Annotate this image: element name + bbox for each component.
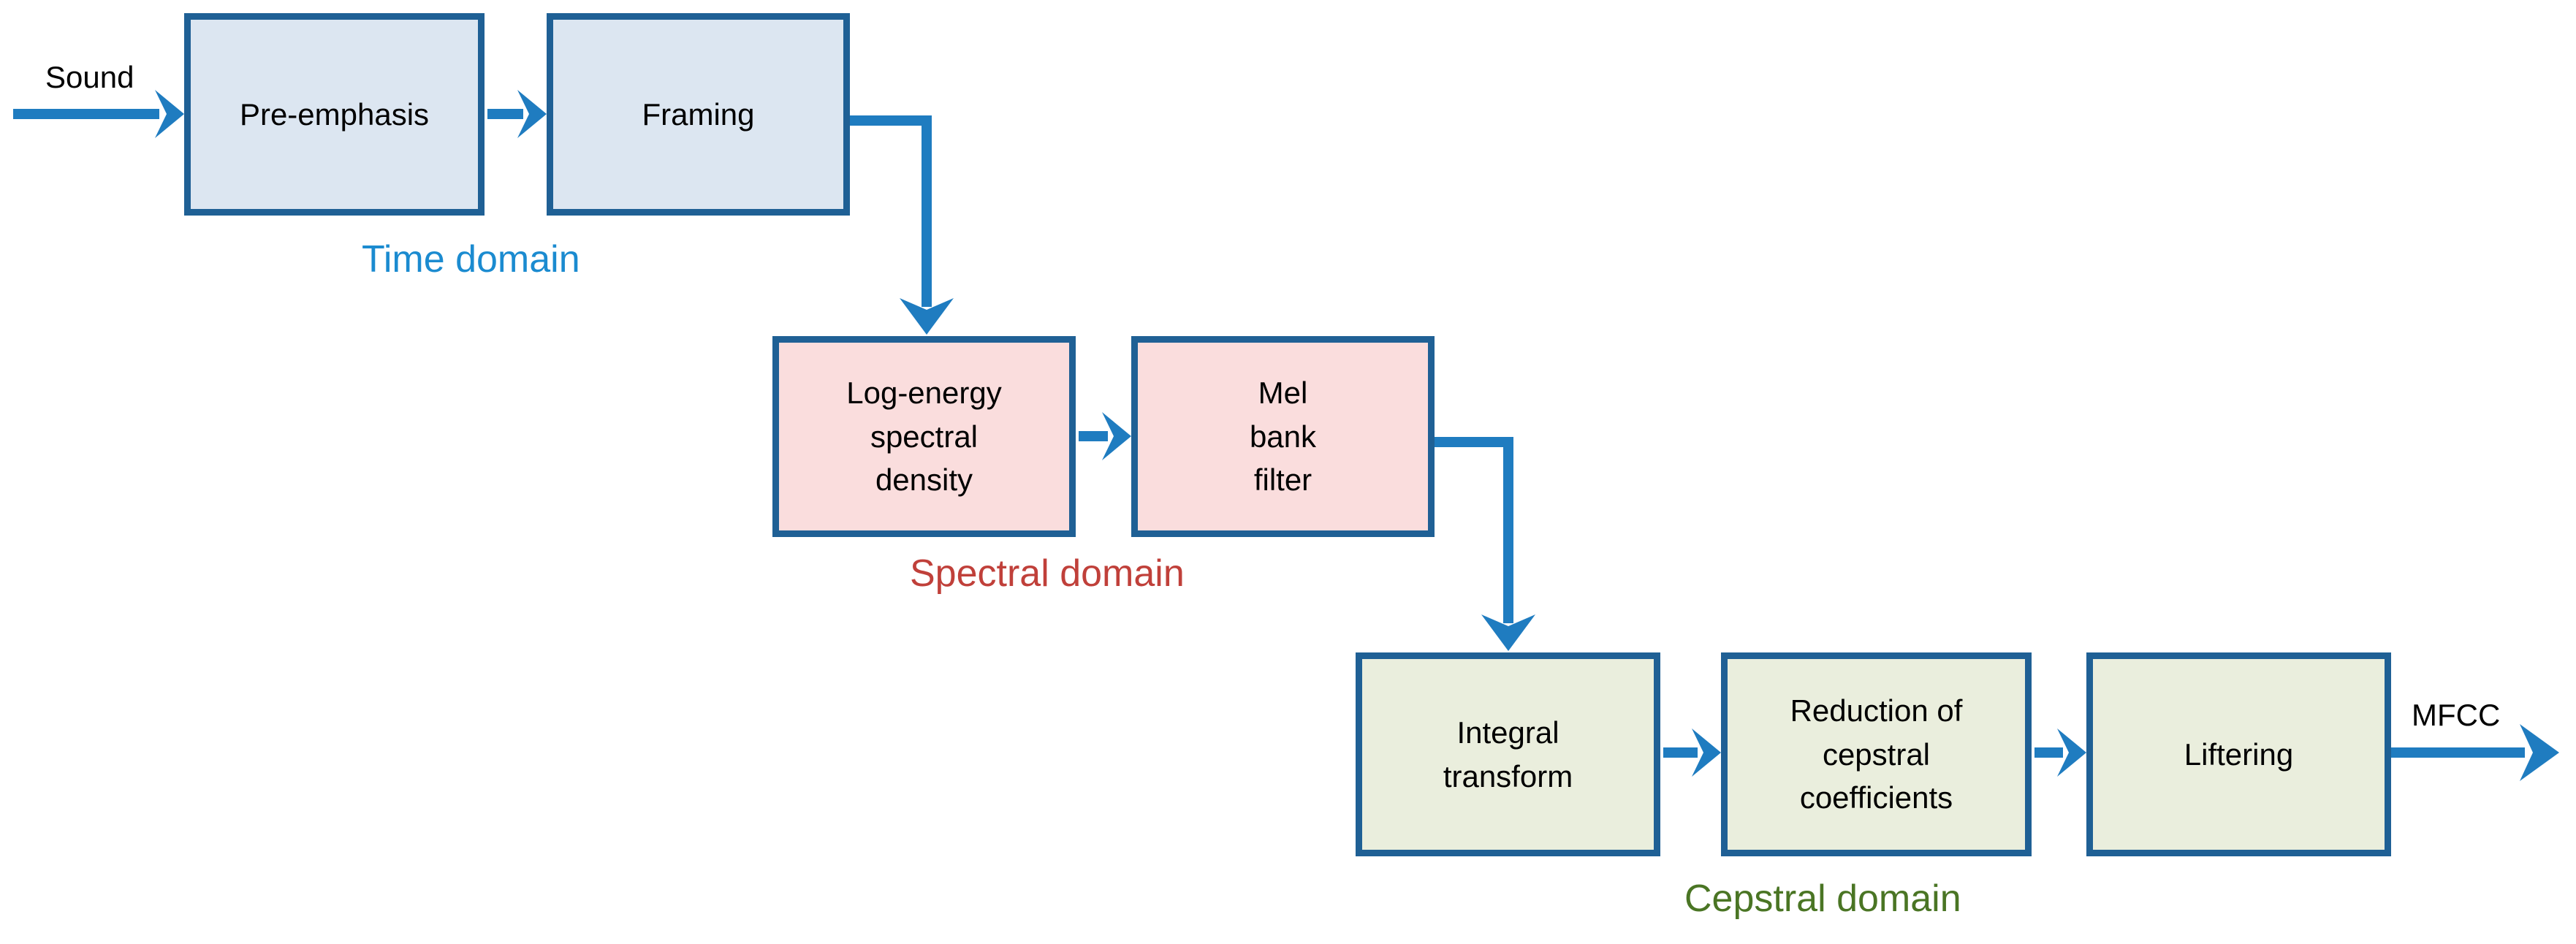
node-log-energy-spectral-density-label: Log-energy spectral density xyxy=(846,376,1002,498)
node-liftering-label: Liftering xyxy=(2184,736,2294,772)
node-liftering[interactable]: Liftering xyxy=(2086,652,2391,856)
input-label: Sound xyxy=(45,60,134,94)
domain-label-time: Time domain xyxy=(362,238,580,281)
domain-label-cepstral: Cepstral domain xyxy=(1684,878,1961,920)
edge-framing-to-log-energy xyxy=(850,115,954,335)
domain-label-spectral: Spectral domain xyxy=(910,552,1185,595)
node-mel-bank-filter[interactable]: Mel bank filter xyxy=(1131,336,1435,537)
node-pre-emphasis-label: Pre-emphasis xyxy=(239,96,430,132)
edge-input-to-pre-emphasis xyxy=(13,90,184,138)
edge-reduction-to-liftering xyxy=(2034,728,2086,777)
node-integral-transform[interactable]: Integral transform xyxy=(1356,652,1660,856)
node-framing-label: Framing xyxy=(642,96,755,132)
node-mel-bank-filter-label: Mel bank filter xyxy=(1249,376,1317,498)
node-reduction-of-cepstral-coefficients[interactable]: Reduction of cepstral coefficients xyxy=(1721,652,2032,856)
edge-mel-bank-to-integral xyxy=(1435,437,1535,651)
node-log-energy-spectral-density[interactable]: Log-energy spectral density xyxy=(772,336,1076,537)
edge-log-energy-to-mel-bank xyxy=(1079,412,1131,460)
edge-integral-to-reduction xyxy=(1663,728,1721,777)
output-label: MFCC xyxy=(2412,698,2501,732)
node-reduction-of-cepstral-coefficients-label: Reduction of cepstral coefficients xyxy=(1790,693,1963,815)
edge-pre-emphasis-to-framing xyxy=(487,90,547,138)
node-integral-transform-label: Integral transform xyxy=(1443,715,1573,793)
node-pre-emphasis[interactable]: Pre-emphasis xyxy=(184,13,485,216)
node-framing[interactable]: Framing xyxy=(547,13,850,216)
